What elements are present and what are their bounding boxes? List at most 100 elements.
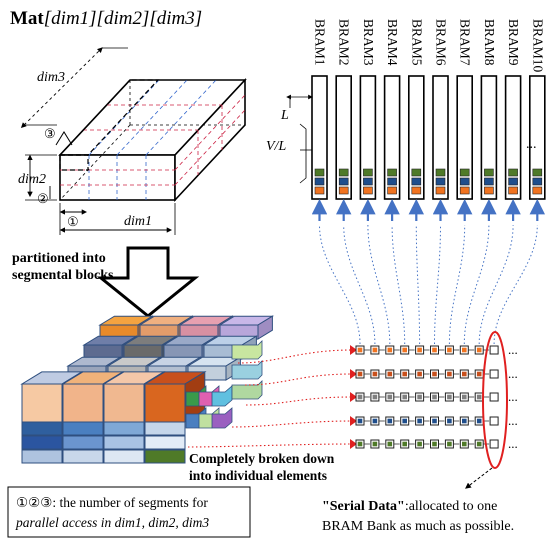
row-ellipsis: ... (508, 413, 518, 428)
segment-layer-cell (145, 436, 185, 449)
element-fill (388, 442, 393, 447)
serial-data-line2: BRAM Bank as much as possible. (322, 519, 514, 534)
row-ellipsis: ... (508, 436, 518, 451)
bram-slot (339, 169, 348, 176)
bram-label: BRAM3 (361, 19, 376, 66)
element-to-bram-link (344, 225, 375, 344)
bram-slot (533, 187, 542, 194)
bram-label: BRAM5 (409, 19, 424, 66)
dim3-label: dim3 (37, 70, 65, 85)
bram-label: BRAM9 (506, 19, 521, 66)
segment-layer-cell (145, 422, 185, 435)
bram-slot (436, 169, 445, 176)
bram-slot (412, 169, 421, 176)
bram-depth-label: V/L (266, 139, 286, 154)
bram-bank: BRAM6 (433, 19, 449, 221)
partition-caption-line2: segmental blocks (12, 268, 114, 283)
element-fill (447, 442, 452, 447)
element-cell (490, 370, 498, 378)
segment-layer-cell (63, 422, 103, 435)
bram-slot (388, 178, 397, 185)
bram-slot (533, 169, 542, 176)
bram-slot (339, 187, 348, 194)
block-to-row-link (232, 421, 352, 427)
element-fill (417, 372, 422, 377)
segment-count-3-label: ③ (44, 126, 56, 141)
element-fill (447, 395, 452, 400)
bram-slot (315, 169, 324, 176)
element-fill (477, 348, 482, 353)
legend-line1-rest: : the number of segments for (52, 495, 208, 510)
element-fill (388, 395, 393, 400)
dim1-label: dim1 (124, 214, 152, 229)
element-fill (417, 395, 422, 400)
segment-layer-cell (22, 436, 62, 449)
bram-banks: BRAM1BRAM2BRAM3BRAM4BRAM5BRAM6BRAM7BRAM8… (312, 19, 545, 221)
element-fill (402, 372, 407, 377)
element-fill (477, 442, 482, 447)
matrix-title: Mat[dim1][dim2][dim3] (10, 8, 202, 29)
bram-slot (460, 187, 469, 194)
element-fill (417, 348, 422, 353)
element-fill (402, 348, 407, 353)
serial-element-rows: ............... (350, 342, 518, 451)
bram-slot (412, 187, 421, 194)
element-fill (432, 348, 437, 353)
bram-slot (484, 187, 493, 194)
element-to-bram-link (392, 225, 405, 344)
element-row: ... (350, 413, 518, 428)
element-fill (388, 419, 393, 424)
partition-arrow (101, 248, 195, 316)
bram-bank: BRAM2 (336, 19, 352, 221)
bram-label: BRAM6 (434, 19, 449, 66)
element-fill (462, 348, 467, 353)
bram-depth-brace (300, 124, 306, 183)
partition-caption: partitioned into segmental blocks (12, 251, 114, 283)
segment-layer-cell (22, 450, 62, 463)
bram-label: BRAM7 (458, 19, 473, 66)
element-fill (447, 348, 452, 353)
bram-slot (339, 178, 348, 185)
element-fill (358, 419, 363, 424)
element-row: ... (350, 366, 518, 381)
bram-slot (509, 187, 518, 194)
bram-bank: BRAM9 (506, 19, 521, 221)
element-fill (432, 395, 437, 400)
bram-slot (484, 178, 493, 185)
element-cell (490, 393, 498, 401)
row-ellipsis: ... (508, 389, 518, 404)
serial-data-quoted: "Serial Data" (322, 499, 405, 514)
segmented-blocks (22, 316, 272, 463)
bram-slot (412, 178, 421, 185)
element-fill (402, 395, 407, 400)
element-fill (373, 372, 378, 377)
dim2-label: dim2 (18, 172, 46, 187)
bram-bank: BRAM5 (409, 19, 425, 221)
bram-bank: BRAM3 (360, 19, 376, 221)
element-fill (358, 442, 363, 447)
element-fill (462, 372, 467, 377)
bram-slot (363, 187, 372, 194)
element-fill (417, 419, 422, 424)
serial-data-pointer (466, 468, 492, 488)
element-to-bram-link (416, 225, 419, 344)
block-to-row-link (246, 397, 352, 405)
element-to-bram-link (479, 225, 513, 344)
partition-caption-line1: partitioned into (12, 251, 106, 266)
element-fill (388, 372, 393, 377)
segment-count-1-label: ① (67, 214, 79, 229)
element-cell (490, 346, 498, 354)
element-to-bram-link (368, 225, 390, 344)
element-fill (373, 442, 378, 447)
bram-slot (436, 178, 445, 185)
serial-data-line1: "Serial Data":allocated to one (322, 499, 497, 514)
row-ellipsis: ... (508, 366, 518, 381)
element-fill (402, 419, 407, 424)
element-fill (462, 395, 467, 400)
bram-slot (388, 187, 397, 194)
element-fill (432, 442, 437, 447)
segment-layer-cell (63, 450, 103, 463)
element-fill (373, 419, 378, 424)
